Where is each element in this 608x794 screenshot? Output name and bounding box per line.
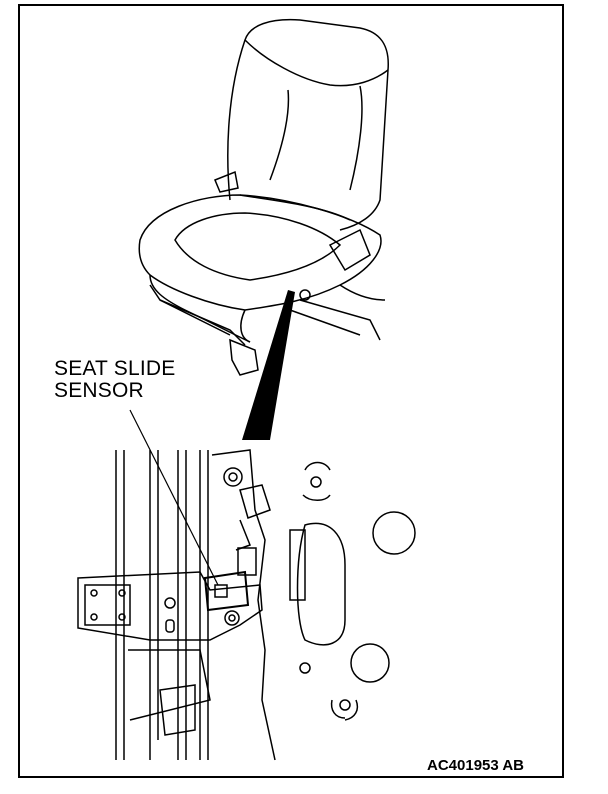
callout-label-line1: SEAT SLIDE: [54, 357, 176, 380]
callout-label: SEAT SLIDE SENSOR: [54, 358, 175, 402]
leader-line: [129, 409, 219, 586]
detail-pointer: [242, 290, 295, 440]
detail-view: [77, 449, 416, 761]
seat-rails: [149, 170, 381, 376]
seat-back: [227, 18, 389, 231]
figure-code: AC401953 AB: [427, 757, 524, 774]
diagram-frame: [18, 4, 564, 778]
callout-label-line2: SENSOR: [54, 379, 144, 402]
